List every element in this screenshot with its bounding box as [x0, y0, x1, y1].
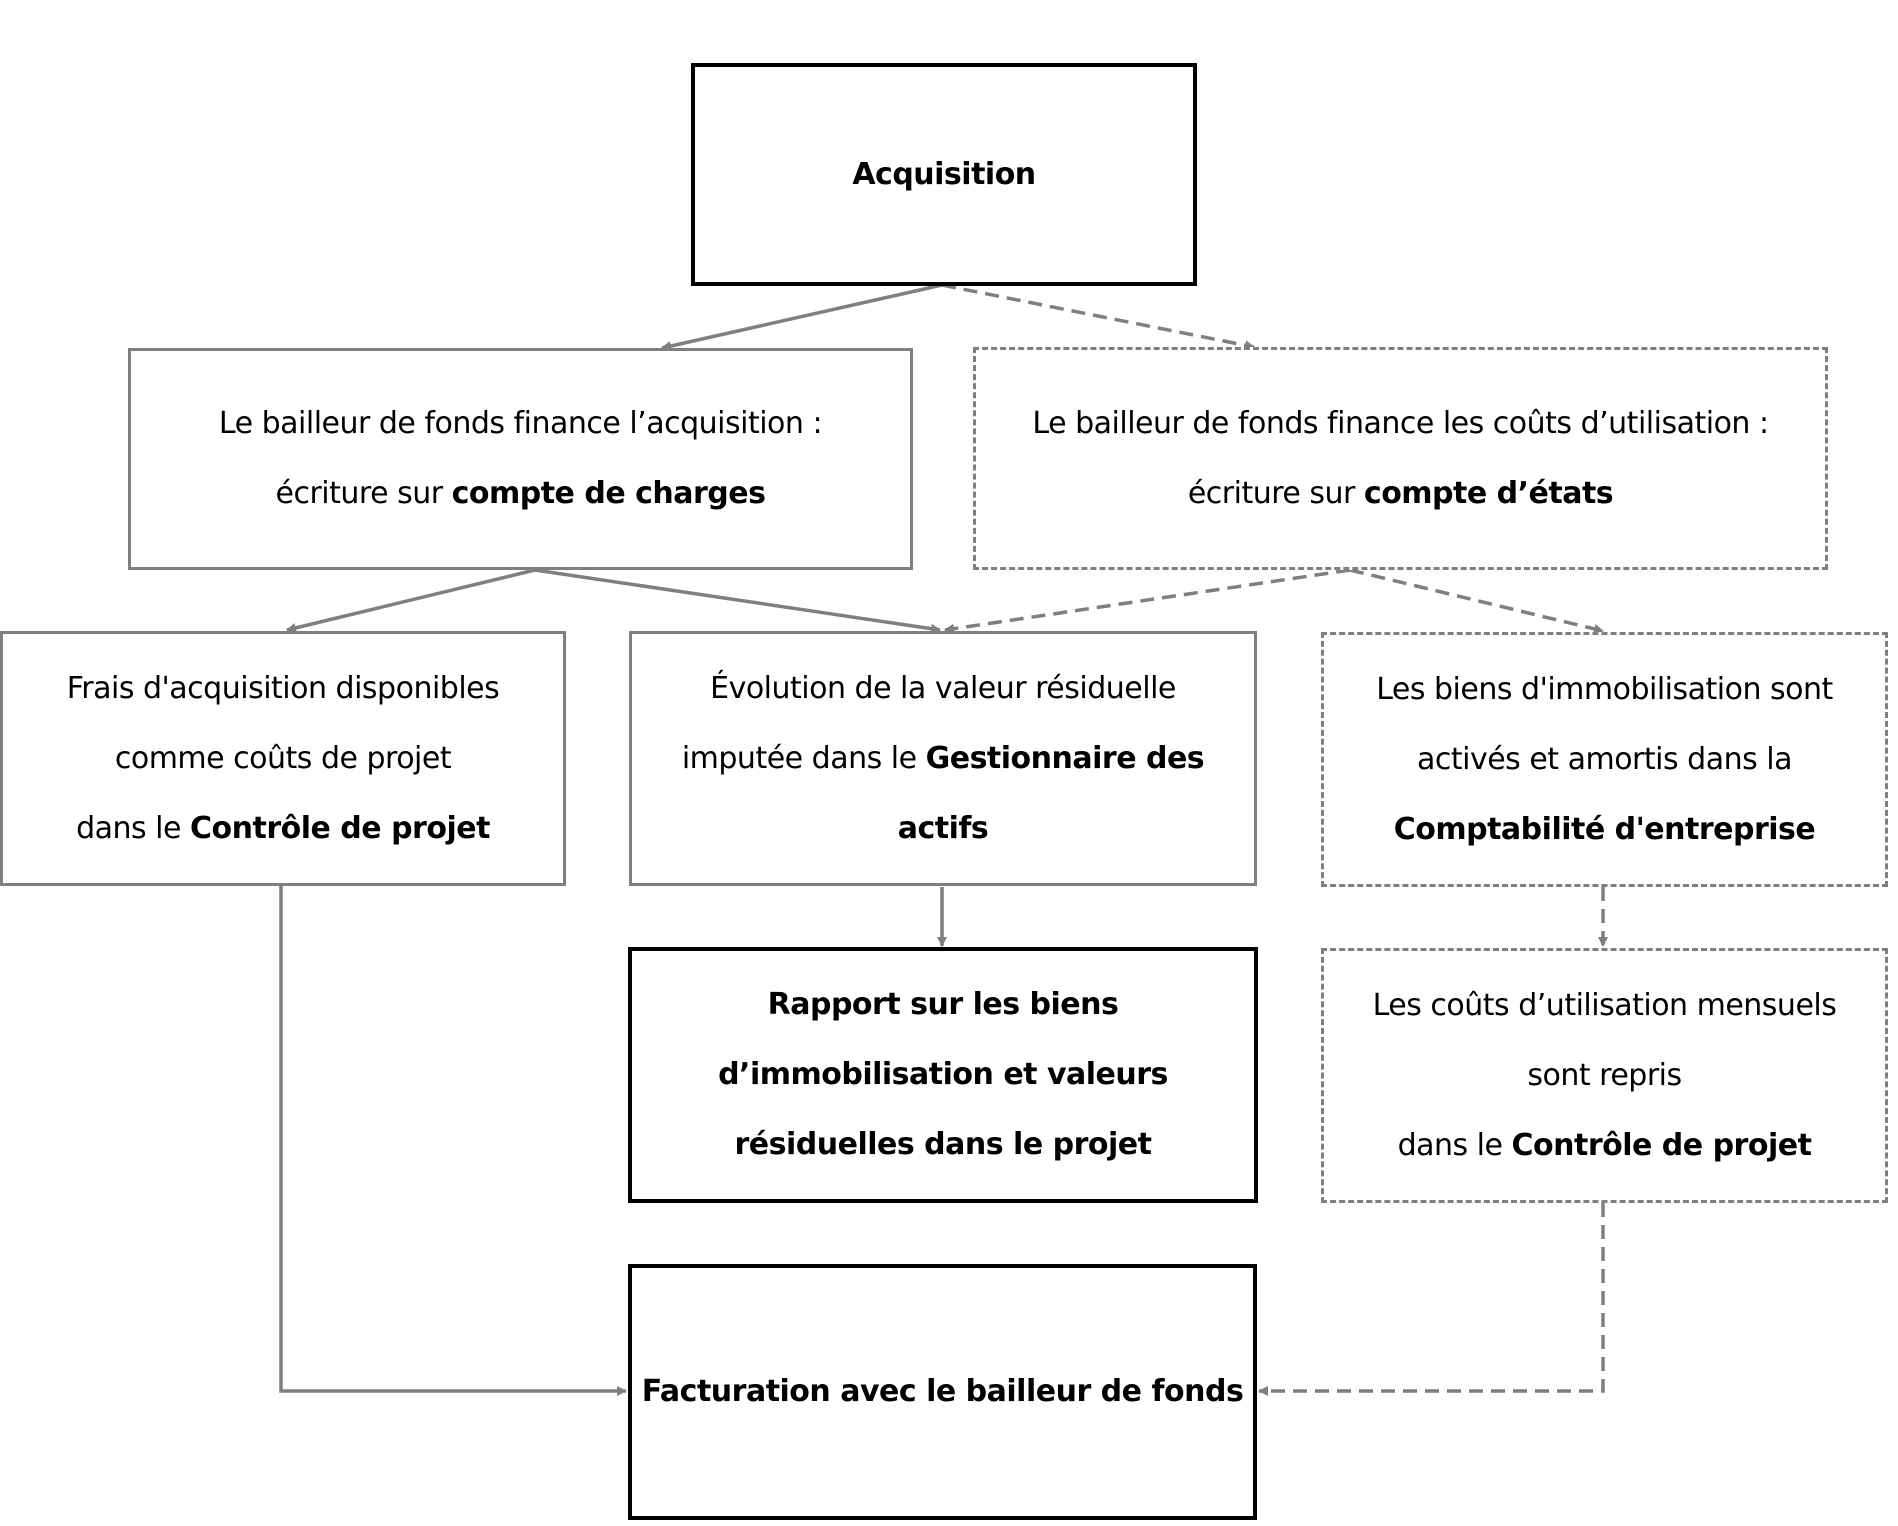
node-text-line: Les biens d'immobilisation sont [1376, 655, 1833, 725]
edge-bailleur-acquisition-to-frais [286, 568, 536, 633]
bold-text: Comptabilité d'entreprise [1393, 811, 1816, 847]
node-text-line: d’immobilisation et valeurs [718, 1040, 1168, 1110]
node-text-line: actifs [682, 794, 1204, 864]
node-text-line: Rapport sur les biens [718, 970, 1168, 1040]
node-text-line: dans le Contrôle de projet [1373, 1111, 1837, 1181]
text: Les biens d'immobilisation sont [1376, 671, 1833, 707]
node-text: Évolution de la valeur résiduelle imputée… [681, 654, 1205, 864]
node-text-line: écriture sur compte d’états [1032, 459, 1768, 529]
node-text: Facturation avec le bailleur de fonds [642, 1357, 1244, 1427]
node-text-line: Acquisition [852, 140, 1036, 210]
text: Le bailleur de fonds finance l’acquisiti… [218, 406, 823, 441]
node-text-line: dans le Contrôle de projet [67, 794, 500, 864]
bold-text: Contrôle de projet [190, 810, 490, 846]
edge-acquisition-to-bailleur-acquisition [661, 283, 943, 351]
node-acquisition: Acquisition [691, 63, 1197, 286]
node-text-line: Comptabilité d'entreprise [1376, 795, 1833, 865]
text: écriture sur [275, 476, 452, 511]
bold-text: Contrôle de projet [1511, 1127, 1812, 1163]
node-text-line: écriture sur compte de charges [219, 459, 822, 529]
bold-text: compte de charges [451, 476, 766, 511]
node-text-line: Le bailleur de fonds finance les coûts d… [1032, 389, 1769, 459]
edge-bailleur-utilisation-to-evolution [944, 568, 1351, 634]
node-text: Acquisition [852, 140, 1036, 210]
node-rapport-biens: Rapport sur les biens d’immobilisation et… [628, 947, 1258, 1203]
text: comme coûts de projet [114, 740, 452, 776]
text: écriture sur [1187, 475, 1364, 511]
edge-frais-to-facturation [279, 886, 627, 1396]
node-facturation: Facturation avec le bailleur de fonds [628, 1264, 1257, 1520]
node-frais-acquisition: Frais d'acquisition disponibles comme coû… [0, 631, 566, 886]
node-text: Les biens d'immobilisation sont activés e… [1376, 655, 1833, 865]
node-text: Le bailleur de fonds finance l’acquisiti… [218, 389, 823, 529]
bold-text: compte d’états [1363, 475, 1614, 511]
text: Le bailleur de fonds finance les coûts d… [1032, 405, 1769, 441]
edge-acquisition-to-bailleur-utilisation [941, 283, 1255, 351]
text: dans le [1397, 1127, 1512, 1163]
node-text-line: résiduelles dans le projet [718, 1110, 1168, 1180]
edge-couts-to-facturation [1258, 1203, 1605, 1396]
node-text: Les coûts d’utilisation mensuels sont rep… [1373, 971, 1837, 1181]
bold-text: Gestionnaire des [925, 740, 1205, 776]
node-text-line: Frais d'acquisition disponibles [67, 654, 500, 724]
node-bailleur-finance-acquisition: Le bailleur de fonds finance l’acquisiti… [128, 348, 913, 570]
node-text-line: Facturation avec le bailleur de fonds [642, 1357, 1244, 1427]
bold-text: Acquisition [852, 156, 1036, 192]
bold-text: résiduelles dans le projet [734, 1127, 1152, 1162]
text: dans le [76, 810, 190, 846]
node-text-line: Les coûts d’utilisation mensuels [1373, 971, 1837, 1041]
text: Frais d'acquisition disponibles [66, 670, 500, 706]
edge-bailleur-acquisition-to-evolution [534, 568, 941, 634]
text: sont repris [1527, 1057, 1682, 1093]
node-text-line: Le bailleur de fonds finance l’acquisiti… [218, 389, 823, 459]
node-biens-immobilisation: Les biens d'immobilisation sont activés e… [1321, 632, 1888, 887]
node-text: Rapport sur les biens d’immobilisation et… [718, 970, 1168, 1180]
text: imputée dans le [681, 740, 926, 776]
node-text: Le bailleur de fonds finance les coûts d… [1032, 389, 1769, 529]
node-text-line: imputée dans le Gestionnaire des [681, 724, 1205, 794]
text: Évolution de la valeur résiduelle [710, 670, 1176, 706]
node-couts-utilisation-mensuels: Les coûts d’utilisation mensuels sont rep… [1321, 948, 1888, 1203]
text: Les coûts d’utilisation mensuels [1372, 987, 1837, 1023]
node-bailleur-finance-utilisation: Le bailleur de fonds finance les coûts d… [973, 347, 1828, 570]
node-text-line: sont repris [1373, 1041, 1837, 1111]
edge-bailleur-utilisation-to-biens [1349, 568, 1604, 634]
node-text-line: activés et amortis dans la [1376, 725, 1833, 795]
bold-text: Rapport sur les biens [767, 987, 1119, 1022]
bold-text: actifs [897, 810, 989, 846]
node-text-line: comme coûts de projet [67, 724, 500, 794]
text: activés et amortis dans la [1416, 741, 1793, 777]
bold-text: d’immobilisation et valeurs [718, 1057, 1168, 1092]
node-text: Frais d'acquisition disponibles comme coû… [67, 654, 500, 864]
bold-text: Facturation avec le bailleur de fonds [641, 1374, 1244, 1409]
node-text-line: Évolution de la valeur résiduelle [682, 654, 1204, 724]
node-evolution-valeur-residuelle: Évolution de la valeur résiduelle imputée… [629, 631, 1257, 886]
